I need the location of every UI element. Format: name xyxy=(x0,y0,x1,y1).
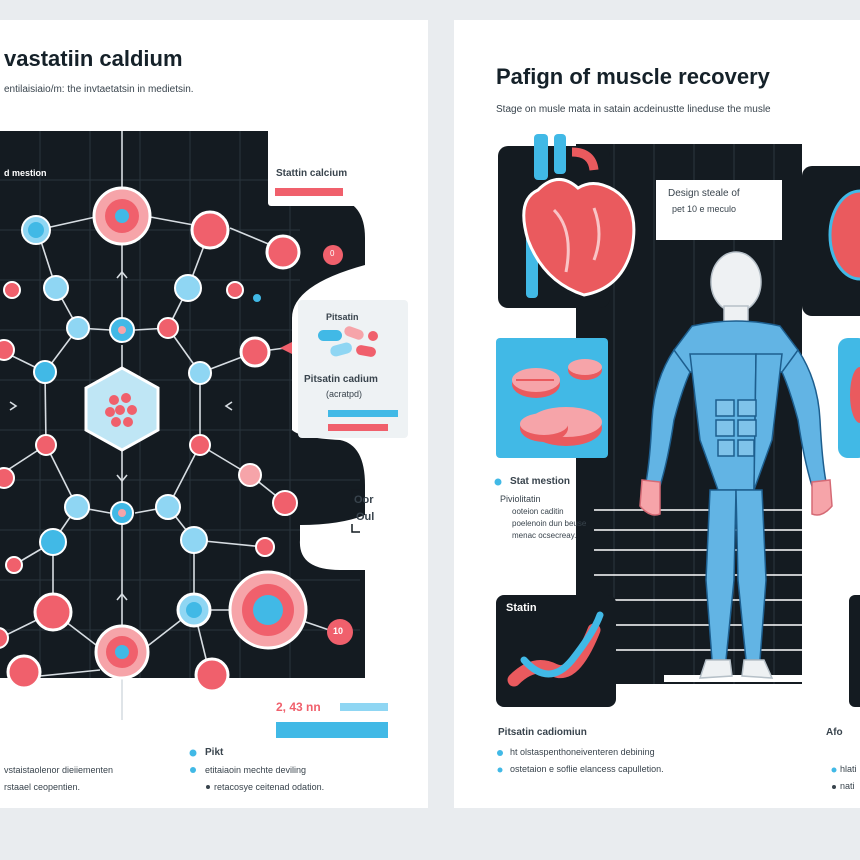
right-subtitle: Stage on musle mata in satain acdeinustt… xyxy=(496,104,771,115)
bullet-title: Pikt xyxy=(205,747,224,758)
footer-title: Pitsatin cadiomiun xyxy=(498,727,587,738)
diagram-label: d mestion xyxy=(4,168,47,178)
card1-bar xyxy=(275,188,343,196)
side-bracket-icon xyxy=(351,489,360,533)
statin-ribbon-card xyxy=(496,595,616,707)
card2-blue-bar xyxy=(328,410,398,417)
stat-desc-4: menac ocsecreay. xyxy=(512,531,577,540)
footer-line2: ostetaion e soflie elancess capulletion. xyxy=(510,764,664,774)
left-panel: vastatiin caldium entilaisiaio/m: the in… xyxy=(0,20,428,808)
node-label-right: 0 xyxy=(330,249,335,258)
footer-mid-line2: retacosye ceitenad odation. xyxy=(214,782,325,792)
footer-left-line2: rstaael ceopentien. xyxy=(4,782,81,792)
footer-line1: ht olstaspenthoneiventeren debining xyxy=(510,747,655,757)
statin-calcium-card-title: Stattin calcium xyxy=(276,168,348,179)
stat-bullet xyxy=(494,478,502,486)
footer-bullet-1 xyxy=(497,750,503,756)
stat-desc-3: poelenoin dun beuse xyxy=(512,519,587,528)
statin-label: Statin xyxy=(506,602,537,614)
value-bar xyxy=(276,722,388,738)
muscle-recovery-diagram xyxy=(494,134,860,789)
pill-capsules-icon xyxy=(318,326,378,357)
stat-desc-1: Piviolitatin xyxy=(500,494,541,504)
floor-line xyxy=(664,675,839,682)
side-label-top: Oor xyxy=(354,494,374,506)
pitsatin-card-title: Pitsatin xyxy=(326,312,359,322)
right-panel: Pafign of muscle recovery Stage on musle… xyxy=(454,20,860,808)
heart-detail-icon xyxy=(828,189,860,281)
pitsatin-card-note: (acratpd) xyxy=(326,389,363,399)
value-label: 2, 43 nn xyxy=(276,700,321,714)
left-title: vastatiin caldium xyxy=(4,46,183,71)
hexagon-core-particles xyxy=(105,393,137,427)
pitsatin-card-name: Pitsatin cadium xyxy=(304,374,378,385)
edge-card xyxy=(838,338,860,458)
bullet-dot-3 xyxy=(206,785,210,789)
bullet-dot-2 xyxy=(190,767,196,773)
far-right-bullet-2 xyxy=(832,785,836,789)
node-label-bottom: 10 xyxy=(333,626,344,636)
human-muscle-figure xyxy=(639,251,833,679)
card2-coral-bar xyxy=(328,424,388,431)
bullet-dot-1 xyxy=(189,749,197,757)
stat-desc-2: ooteion caditin xyxy=(512,507,564,516)
card-pointer xyxy=(280,342,292,354)
far-right-line1: hlati xyxy=(840,764,857,774)
footer-mid-line1: etitaiaoin mechte deviling xyxy=(205,765,307,775)
diagram-background xyxy=(0,131,365,678)
far-right-bullet-1 xyxy=(831,767,837,773)
molecule-nodes xyxy=(0,186,353,693)
far-right-title: Afo xyxy=(826,727,843,738)
design-scale-box xyxy=(656,180,782,240)
footer-bullet-2 xyxy=(497,767,503,773)
far-right-line2: nati xyxy=(840,781,855,791)
left-subtitle: entilaisiaio/m: the invtaetatsin in medi… xyxy=(4,84,194,95)
footer-left-line1: vstaistaolenor dieiiementen xyxy=(4,765,114,775)
right-title: Pafign of muscle recovery xyxy=(496,64,770,89)
design-scale-subheading: pet 10 e meculo xyxy=(672,204,737,214)
tablet-pills-icon xyxy=(512,359,602,446)
stat-mestion-title: Stat mestion xyxy=(510,476,571,487)
heart-icon xyxy=(522,134,636,298)
side-label-bottom: Oul xyxy=(356,511,375,523)
design-scale-heading: Design steale of xyxy=(668,188,740,199)
statin-molecular-network-diagram xyxy=(0,131,408,789)
ribbon-helix-icon xyxy=(507,611,604,687)
